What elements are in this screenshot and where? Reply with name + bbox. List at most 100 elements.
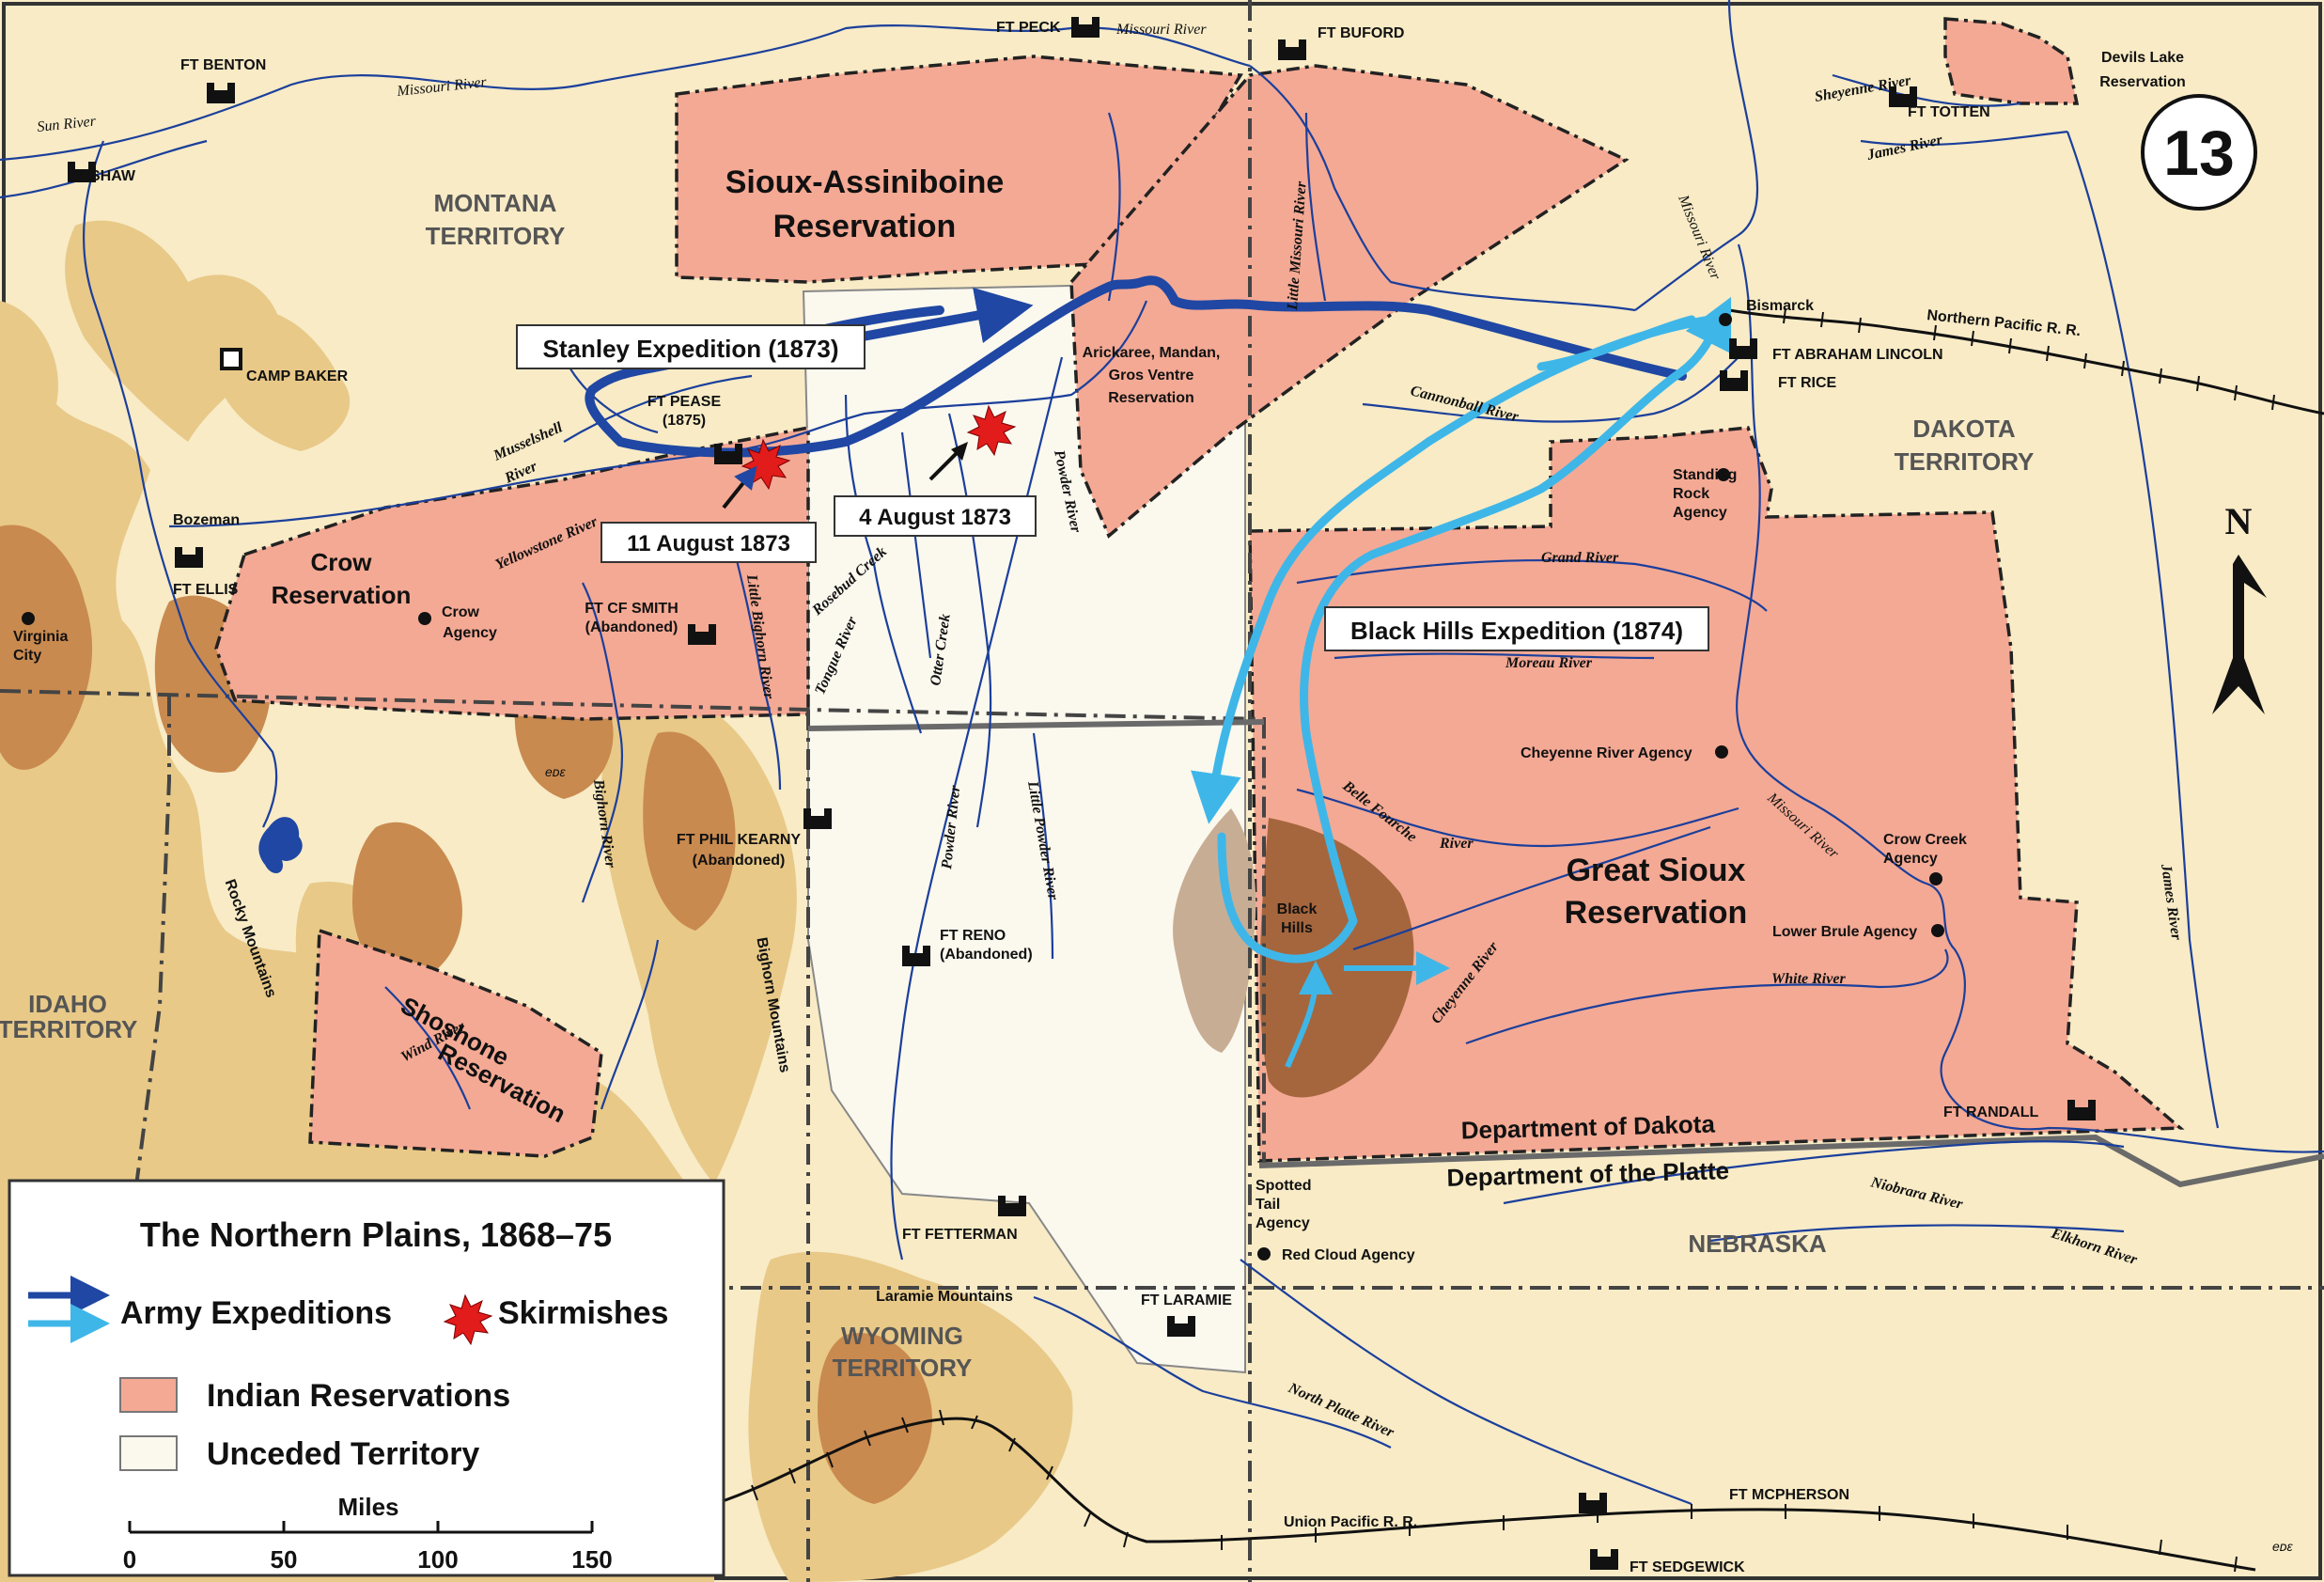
arickaree-reservation-label: Gros Ventre <box>1109 368 1194 384</box>
callout-aug11: 11 August 1873 <box>600 522 817 563</box>
lake <box>258 817 303 874</box>
fort-icon <box>1278 39 1306 60</box>
cheyenne-river-agency-label: Cheyenne River Agency <box>1521 745 1692 761</box>
lower-brule-agency-label: Lower Brule Agency <box>1772 924 1917 940</box>
callout-aug4: 4 August 1873 <box>834 495 1037 537</box>
missouri-river-label: Missouri River <box>1115 22 1207 38</box>
black-hills-expedition-route-east <box>1300 296 1732 926</box>
fort-rice-label: FT RICE <box>1778 375 1837 391</box>
fort-ellis-label: FT ELLIS <box>173 582 239 598</box>
camp-baker-icon <box>220 348 242 370</box>
map-credit-label: eᴅε <box>545 764 567 779</box>
black-hills-terrain <box>1173 808 1414 1098</box>
dakota-territory-label: DAKOTA <box>1912 415 2016 443</box>
crow-reservation-label: Crow <box>311 548 373 576</box>
fort-pease-label: (1875) <box>663 413 706 429</box>
north-arrow: N <box>2212 500 2267 714</box>
fort-totten-label: FT TOTTEN <box>1908 104 1990 120</box>
fort-icon <box>688 624 716 645</box>
skirmish-aug11-label: 11 August 1873 <box>627 531 790 556</box>
legend-swatch-reservation <box>119 1377 178 1413</box>
legend: The Northern Plains, 1868–75 Army Expedi… <box>8 1179 725 1577</box>
legend-army-expeditions: Army Expeditions <box>120 1295 392 1331</box>
fort-reno-label: (Abandoned) <box>940 947 1033 963</box>
legend-unceded-territory: Unceded Territory <box>207 1436 479 1472</box>
black-hills-label: Hills <box>1281 920 1313 936</box>
agency-dot-icon <box>1717 468 1730 481</box>
fort-fetterman-label: FT FETTERMAN <box>902 1227 1018 1243</box>
scale-tick-label: 50 <box>271 1545 298 1574</box>
fort-icon <box>1167 1316 1195 1337</box>
fort-icon <box>902 946 930 966</box>
fort-cf-smith-label: (Abandoned) <box>585 619 678 635</box>
virginia-city-label: City <box>13 648 41 664</box>
stanley-expedition-label: Stanley Expedition (1873) <box>543 335 839 363</box>
fort-sedgewick-label: FT SEDGEWICK <box>1630 1559 1745 1575</box>
fort-icon <box>207 83 235 103</box>
montana-territory-label: TERRITORY <box>426 222 566 250</box>
scale-tick-label: 0 <box>123 1545 136 1574</box>
fort-phil-kearny-label: FT PHIL KEARNY <box>677 832 801 848</box>
idaho-territory-label: IDAHO <box>28 990 107 1018</box>
legend-skirmishes: Skirmishes <box>498 1295 668 1331</box>
skirmish-aug4-label: 4 August 1873 <box>859 505 1011 530</box>
fort-cf-smith-label: FT CF SMITH <box>585 601 678 617</box>
belle-fourche-river-label: River <box>1439 836 1474 852</box>
virginia-city-label: Virginia <box>13 629 68 645</box>
map-credit-label: eᴅε <box>2272 1539 2294 1554</box>
great-sioux-reservation-label: Great Sioux <box>1567 853 1746 888</box>
nebraska-label: NEBRASKA <box>1688 1230 1827 1258</box>
agency-dot-icon <box>22 612 35 625</box>
fort-icon <box>1720 370 1748 391</box>
agency-dot-icon <box>1931 924 1944 937</box>
laramie-mountains-label: Laramie Mountains <box>876 1289 1013 1305</box>
legend-title: The Northern Plains, 1868–75 <box>140 1215 612 1254</box>
fort-icon <box>2067 1100 2096 1120</box>
idaho-territory-label: TERRITORY <box>0 1015 137 1043</box>
arickaree-reservation-label: Reservation <box>1108 390 1194 406</box>
north-arrow-icon <box>2212 555 2267 714</box>
sioux-assiniboine-reservation-label: Sioux-Assiniboine <box>725 164 1005 200</box>
union-pacific-railroad-label: Union Pacific R. R. <box>1284 1514 1417 1530</box>
fort-icon <box>1071 17 1100 38</box>
devils-lake-reservation-label: Devils Lake <box>2101 50 2184 66</box>
fort-benton-label: FT BENTON <box>180 57 266 73</box>
scale-tick-label: 100 <box>417 1545 458 1574</box>
scale-tick-label: 150 <box>571 1545 612 1574</box>
standing-rock-agency-label: Standing <box>1673 467 1737 483</box>
fort-icon <box>1889 86 1917 107</box>
agency-dot-icon <box>1715 745 1728 759</box>
dakota-territory-label: TERRITORY <box>1895 447 2035 476</box>
fort-buford-label: FT BUFORD <box>1318 25 1404 41</box>
callout-black-hills: Black Hills Expedition (1874) <box>1324 606 1709 651</box>
bozeman-label: Bozeman <box>173 512 240 528</box>
sioux-assiniboine-reservation-label: Reservation <box>773 209 957 244</box>
crow-creek-agency-label: Agency <box>1883 851 1938 867</box>
fort-abraham-lincoln-label: FT ABRAHAM LINCOLN <box>1772 347 1943 363</box>
crow-reservation-label: Reservation <box>272 581 412 609</box>
map-number-label: 13 <box>2163 117 2235 189</box>
map-number-badge: 13 <box>2141 94 2257 211</box>
department-of-dakota-label: Department of Dakota <box>1460 1109 1715 1144</box>
crow-agency-label: Agency <box>443 625 497 641</box>
wyoming-territory-label: TERRITORY <box>833 1354 973 1382</box>
fort-pease-label: FT PEASE <box>647 394 722 410</box>
agency-dot-icon <box>418 612 431 625</box>
shoshone-reservation-area <box>308 928 603 1158</box>
fort-icons <box>22 17 2096 1570</box>
arickaree-reservation-area <box>1069 64 1630 539</box>
wyoming-territory-label: WYOMING <box>841 1322 963 1350</box>
spotted-tail-agency-label: Agency <box>1256 1215 1310 1231</box>
crow-agency-label: Crow <box>442 604 480 620</box>
fort-phil-kearny-label: (Abandoned) <box>693 853 786 869</box>
standing-rock-agency-label: Rock <box>1673 486 1709 502</box>
fort-icon <box>1579 1493 1607 1513</box>
skirmish-markers <box>722 404 1017 509</box>
fort-mcpherson-label: FT MCPHERSON <box>1729 1487 1849 1503</box>
devils-lake-reservation-area <box>1943 17 2080 105</box>
fort-icon <box>998 1196 1026 1216</box>
montana-territory-label: MONTANA <box>434 189 557 217</box>
agency-dot-icon <box>1719 313 1732 326</box>
fort-laramie-label: FT LARAMIE <box>1141 1292 1232 1308</box>
